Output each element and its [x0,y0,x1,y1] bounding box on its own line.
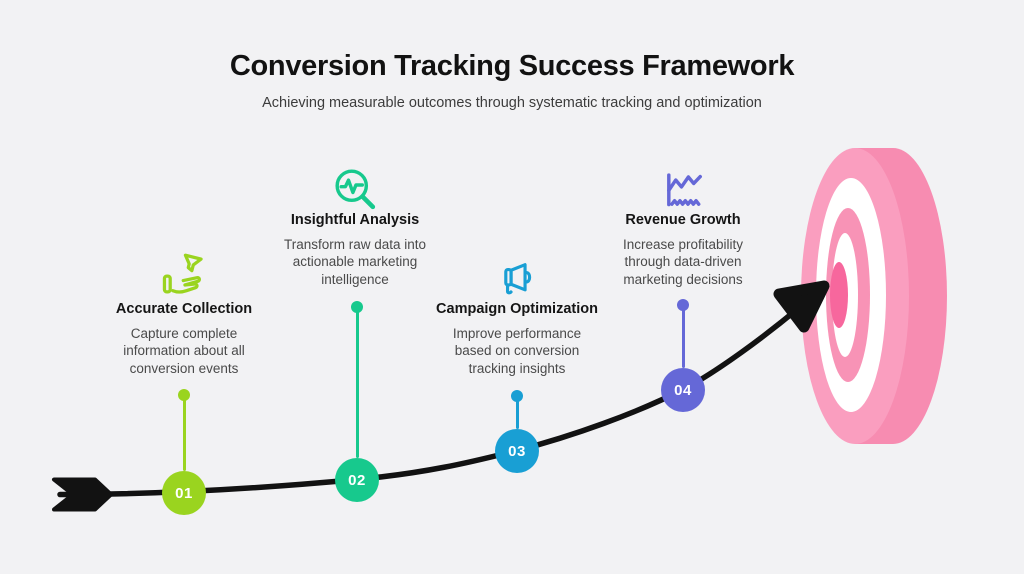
arrow-fletching [52,477,113,512]
bullseye-target [801,148,947,444]
page-subtitle: Achieving measurable outcomes through sy… [262,95,762,111]
megaphone-icon [496,258,538,300]
analysis-magnifier-icon [332,166,378,212]
header: Conversion Tracking Success Framework Ac… [0,50,1024,111]
step-2-text: Insightful Analysis Transform raw data i… [265,212,445,288]
step-1-description: Capture complete information about all c… [123,326,245,376]
target-bull [830,262,848,328]
step-2-description: Transform raw data into actionable marke… [283,237,427,287]
step-4-description: Increase profitability through data-driv… [622,237,744,287]
step-4-connector [681,304,685,368]
step-4-badge: 04 [661,368,705,412]
growth-chart-icon [660,167,706,213]
step-3-connector [515,395,519,429]
step-1-connector [182,394,186,471]
step-3-text: Campaign Optimization Improve performanc… [427,301,607,377]
step-3-title: Campaign Optimization [436,301,598,317]
page-title: Conversion Tracking Success Framework [229,50,795,82]
step-3-description: Improve performance based on conversion … [452,326,582,376]
step-4-title: Revenue Growth [625,212,741,228]
arrow-head [773,280,830,333]
step-3-badge: 03 [495,429,539,473]
step-1-text: Accurate Collection Capture complete inf… [94,301,274,377]
step-2-title: Insightful Analysis [290,212,420,228]
step-1-title: Accurate Collection [115,301,253,317]
funnel-hand-icon [161,252,207,298]
step-2-connector [355,306,359,458]
step-2-badge: 02 [335,458,379,502]
step-4-text: Revenue Growth Increase profitability th… [593,212,773,288]
step-1-badge: 01 [162,471,206,515]
